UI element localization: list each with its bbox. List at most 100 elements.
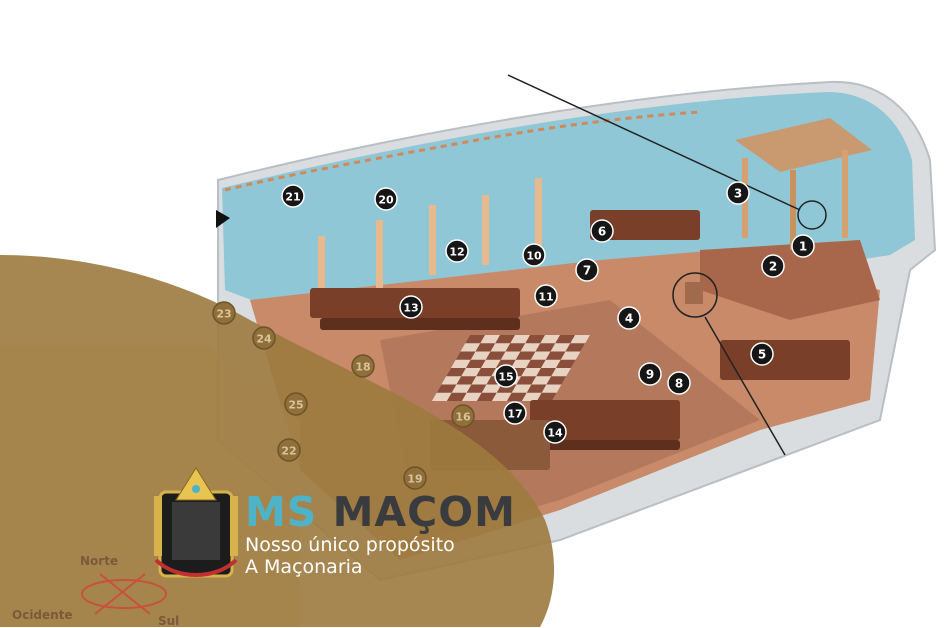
marker-20: 20 [374,187,398,211]
marker-circle [617,306,641,330]
marker-17: 17 [503,401,527,425]
compass-west: Ocidente [12,608,73,622]
brand-tagline-2: A Maçonaria [245,556,363,578]
marker-circle [252,326,276,350]
marker-label: 21 [285,191,300,204]
marker-3: 3 [726,181,750,205]
pointer-line-1 [507,74,801,211]
marker-4: 4 [617,306,641,330]
marker-circle [638,362,662,386]
marker-label: 24 [256,333,272,346]
marker-label: 3 [734,187,742,201]
mosaic-pavement [431,335,590,402]
marker-circle [750,342,774,366]
brand-block: MS MAÇOM Nosso único propósito A Maçonar… [245,490,516,578]
marker-circle [761,254,785,278]
marker-circle [281,184,305,208]
marker-label: 5 [758,348,766,362]
marker-circle [351,354,375,378]
marker-circle [374,187,398,211]
marker-25: 25 [284,392,308,416]
marker-7: 7 [575,258,599,282]
altar-highlight [672,272,718,318]
marker-13: 13 [399,295,423,319]
marker-circle [522,243,546,267]
east-platform [700,240,880,320]
logo-seal [154,467,238,578]
left-wall-edge [216,210,230,228]
marker-label: 20 [378,194,394,207]
marker-21: 21 [281,184,305,208]
marker-16: 16 [451,404,475,428]
marker-label: 23 [216,308,231,321]
marker-circle [494,364,518,388]
marker-label: 15 [498,371,513,384]
marker-label: 6 [598,225,606,239]
marker-10: 10 [522,243,546,267]
marker-circle [667,371,691,395]
marker-circle [277,438,301,462]
altar [685,282,703,304]
marker-12: 12 [445,239,469,263]
marker-15: 15 [494,364,518,388]
marker-label: 17 [507,408,522,421]
marker-label: 13 [403,302,418,315]
marker-circle [284,392,308,416]
marker-circle [575,258,599,282]
marker-19: 19 [403,466,427,490]
marker-1: 1 [791,234,815,258]
brand-title-ms: MS [245,488,318,536]
compass-north: Norte [80,554,119,568]
marker-circle [534,284,558,308]
marker-8: 8 [667,371,691,395]
marker-23: 23 [212,301,236,325]
marker-circle [590,219,614,243]
brand-title-macom: MAÇOM [332,488,516,536]
compass-south: Sul [158,614,180,628]
wall-garland [224,110,701,192]
marker-label: 7 [583,264,591,278]
marker-circle [399,295,423,319]
marker-label: 14 [547,427,563,440]
marker-label: 2 [769,260,777,274]
compass-labels: Norte Ocidente Sul [8,550,180,628]
marker-label: 18 [355,361,370,374]
marker-24: 24 [252,326,276,350]
marker-18: 18 [351,354,375,378]
marker-circle [726,181,750,205]
marker-label: 11 [538,291,553,304]
chair-rows [310,210,850,470]
marker-label: 19 [407,473,422,486]
marker-5: 5 [750,342,774,366]
marker-14: 14 [543,420,567,444]
marker-label: 12 [449,246,464,259]
marker-label: 10 [526,250,542,263]
marker-circle [543,420,567,444]
compass-rose [81,573,167,615]
marker-circle [212,301,236,325]
marker-label: 22 [281,445,296,458]
marker-circle [503,401,527,425]
marker-9: 9 [638,362,662,386]
marker-label: 16 [455,411,471,424]
emblem-highlight [797,200,827,230]
marker-circle [791,234,815,258]
marker-label: 8 [675,377,683,391]
marker-circle [445,239,469,263]
marker-22: 22 [277,438,301,462]
marker-label: 9 [646,368,654,382]
marker-label: 4 [625,312,633,326]
marker-label: 1 [799,240,807,254]
marker-label: 25 [288,399,303,412]
wall-columns [318,178,542,302]
brand-tagline-1: Nosso único propósito [245,534,455,556]
marker-2: 2 [761,254,785,278]
marker-circle [451,404,475,428]
marker-6: 6 [590,219,614,243]
pointer-line-2 [704,316,786,456]
brand-title: MS MAÇOM [245,490,516,534]
marker-11: 11 [534,284,558,308]
marker-circle [403,466,427,490]
